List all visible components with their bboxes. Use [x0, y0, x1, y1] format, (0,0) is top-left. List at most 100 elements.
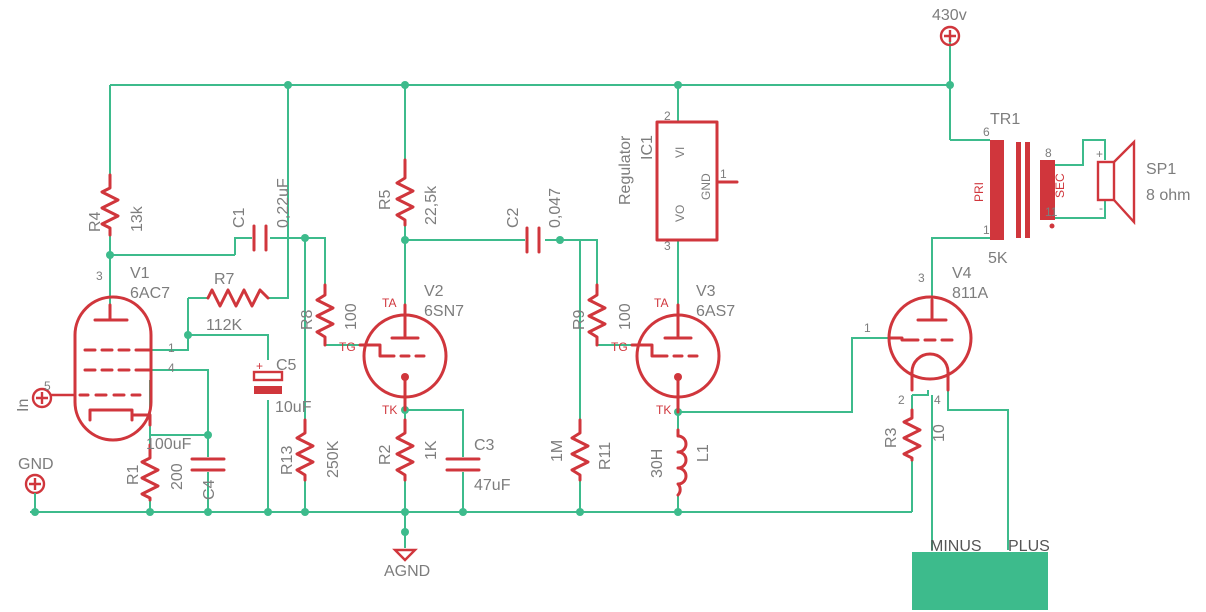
inductor-l1: 30H L1	[649, 428, 712, 497]
r2-value: 1K	[423, 440, 440, 460]
r11-ref: R11	[597, 442, 614, 470]
v4-f2-pin: 4	[934, 393, 941, 407]
ic1-ref: IC1	[639, 135, 656, 160]
resistor-r4: R4 13k	[87, 173, 146, 237]
c2-ref: C2	[505, 207, 522, 228]
v2-ref: V2	[424, 283, 444, 300]
c1-value: 0,22uF	[275, 178, 292, 228]
resistor-r13: R13 250K	[279, 418, 342, 482]
v2-type: 6SN7	[424, 303, 464, 320]
c5-polarity: +	[256, 359, 263, 373]
supply-430v-terminal: 430v	[932, 7, 967, 47]
capacitor-c2: C2 0,047	[505, 188, 564, 254]
resistor-r5: R5 22,5k	[377, 158, 440, 227]
r13-value: 250K	[325, 440, 342, 478]
v3-type: 6AS7	[696, 303, 735, 320]
r7-ref: R7	[214, 271, 235, 288]
r1-ref: R1	[125, 464, 142, 485]
v3-ta: TA	[654, 296, 668, 310]
r13-ref: R13	[279, 446, 296, 475]
agnd-label: AGND	[384, 563, 430, 580]
v2-tk: TK	[382, 403, 397, 417]
tube-v3: TA TG TK V3 6AS7	[611, 283, 735, 417]
filament-supply-block: MINUS PLUS	[912, 538, 1050, 610]
r3-ref: R3	[883, 427, 900, 448]
v3-ref: V3	[696, 283, 716, 300]
resistor-r11: 1M R11	[549, 418, 614, 482]
v4-grid-pin: 1	[864, 321, 871, 335]
tube-v1: 3 1 4 V1 6AC7	[73, 265, 175, 442]
sp1-ref: SP1	[1146, 161, 1176, 178]
ic1-vi-label: VI	[673, 147, 687, 158]
ic1-gnd-label: GND	[699, 173, 713, 200]
l1-value: 30H	[649, 449, 666, 478]
filament-minus-label: MINUS	[930, 538, 982, 555]
c2-value: 0,047	[547, 188, 564, 228]
ic1-gnd-pin: 1	[720, 167, 727, 181]
v2-tg: TG	[339, 340, 356, 354]
v4-ref: V4	[952, 265, 972, 282]
tr1-pri: PRI	[972, 182, 986, 202]
input-label: In	[15, 399, 32, 412]
resistor-r2: R2 1K	[377, 418, 440, 482]
tr1-sec: SEC	[1053, 173, 1067, 198]
l1-ref: L1	[695, 444, 712, 462]
filament-plus-label: PLUS	[1008, 538, 1050, 555]
v4-plate-pin: 3	[918, 271, 925, 285]
junctions	[31, 81, 954, 536]
v1-g2-pin: 1	[168, 341, 175, 355]
sp1-value: 8 ohm	[1146, 187, 1190, 204]
r4-value: 13k	[129, 205, 146, 232]
ic1-name: Regulator	[617, 135, 634, 205]
v1-plate-pin: 3	[96, 269, 103, 283]
tr1-pin11: 11	[1045, 205, 1058, 219]
v4-type: 811A	[952, 285, 989, 302]
tr1-pin6: 6	[983, 125, 990, 139]
c3-ref: C3	[474, 437, 495, 454]
resistor-r7: R7 112K	[206, 271, 270, 334]
c3-value: 47uF	[474, 477, 511, 494]
resistor-r9: R9 100	[571, 283, 634, 347]
tr1-pin8: 8	[1045, 146, 1052, 160]
tube-v2: TA TG TK V2 6SN7	[339, 283, 464, 417]
resistor-r1: R1 200	[125, 443, 186, 502]
tr1-ref: TR1	[990, 111, 1020, 128]
r7-value: 112K	[206, 317, 243, 334]
r1-value: 200	[169, 463, 186, 490]
tr1-pin1: 1	[983, 223, 990, 237]
transformer-tr1: PRI SEC 6 1 8 11 TR1 5K	[972, 111, 1067, 267]
ic1-vi-pin: 2	[664, 109, 671, 123]
c4-value: 100uF	[146, 436, 192, 453]
gnd-terminal: GND	[18, 456, 54, 512]
v3-tg: TG	[611, 340, 628, 354]
v3-tk: TK	[656, 403, 671, 417]
c4-ref: C4	[201, 479, 218, 500]
regulator-ic1: 2 1 3 VI GND VO Regulator IC1	[617, 109, 739, 253]
sp1-plus: +	[1096, 147, 1103, 161]
speaker-sp1: + - SP1 8 ohm	[1096, 139, 1190, 226]
c5-value: 10uF	[275, 399, 312, 416]
input-terminal: In 5	[15, 379, 75, 412]
v1-grid-pin: 5	[44, 379, 51, 393]
c5-ref: C5	[276, 357, 297, 374]
r8-ref: R8	[299, 309, 316, 330]
c1-ref: C1	[231, 207, 248, 228]
resistor-r8: R8 100	[299, 283, 360, 347]
r2-ref: R2	[377, 444, 394, 465]
v1-type: 6AC7	[130, 285, 170, 302]
v2-ta: TA	[382, 296, 396, 310]
r8-value: 100	[343, 303, 360, 330]
r9-value: 100	[617, 303, 634, 330]
sp1-minus: -	[1099, 201, 1103, 215]
capacitor-c3: C3 47uF	[445, 437, 511, 494]
r5-ref: R5	[377, 189, 394, 210]
wires	[30, 42, 1106, 550]
v4-f1-pin: 2	[898, 393, 905, 407]
ic1-vo-label: VO	[673, 205, 687, 222]
r11-value: 1M	[549, 440, 566, 462]
r3-value: 10	[931, 424, 948, 442]
supply-voltage-label: 430v	[932, 7, 967, 24]
r5-value: 22,5k	[423, 185, 440, 225]
capacitor-c1: C1 0,22uF	[231, 178, 292, 255]
